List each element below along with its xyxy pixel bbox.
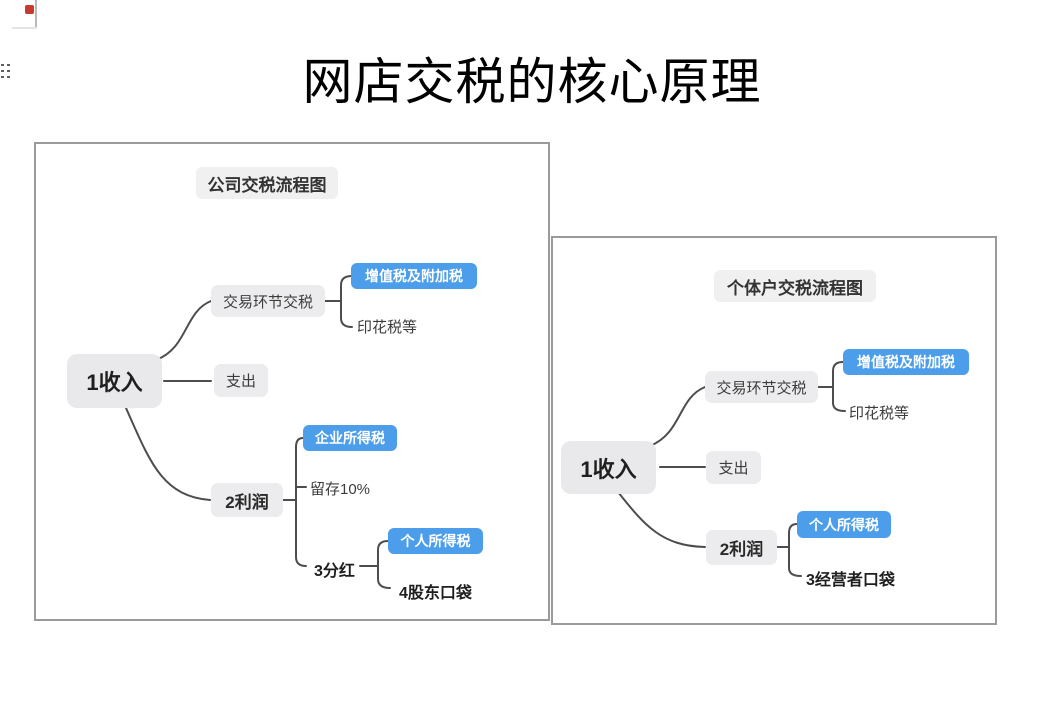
company-node-expense: 支出 — [214, 364, 268, 397]
page-title: 网店交税的核心原理 — [302, 54, 762, 110]
company-node-income: 1收入 — [67, 354, 162, 408]
page-corner-marker-icon — [35, 0, 37, 29]
individual-diagram-title: 个体户交税流程图 — [714, 270, 876, 302]
drag-handle-dots-icon[interactable] — [1, 64, 10, 78]
company-node-vat: 增值税及附加税 — [351, 263, 477, 289]
individual-node-expense: 支出 — [706, 451, 761, 484]
individual-node-stamp-duty: 印花税等 — [849, 405, 910, 422]
individual-node-profit: 2利润 — [706, 530, 777, 565]
individual-node-personal-income-tax: 个人所得税 — [797, 511, 891, 538]
company-node-dividend: 3分红 — [314, 563, 355, 580]
company-node-retained: 留存10% — [310, 481, 371, 498]
company-node-shareholder-pocket: 4股东口袋 — [399, 585, 472, 602]
red-marker-icon — [25, 5, 34, 14]
company-node-stamp-duty: 印花税等 — [357, 319, 418, 336]
company-node-personal-income-tax: 个人所得税 — [388, 528, 483, 554]
company-node-profit: 2利润 — [211, 483, 283, 517]
company-diagram-title: 公司交税流程图 — [196, 167, 338, 199]
individual-node-owner-pocket: 3经营者口袋 — [806, 572, 895, 589]
individual-node-transaction-tax: 交易环节交税 — [705, 371, 818, 403]
individual-node-vat: 增值税及附加税 — [843, 349, 969, 375]
company-node-transaction-tax: 交易环节交税 — [211, 285, 325, 317]
company-node-corporate-income-tax: 企业所得税 — [303, 425, 397, 451]
page-corner-marker-icon — [12, 27, 37, 29]
individual-node-income: 1收入 — [561, 441, 656, 494]
